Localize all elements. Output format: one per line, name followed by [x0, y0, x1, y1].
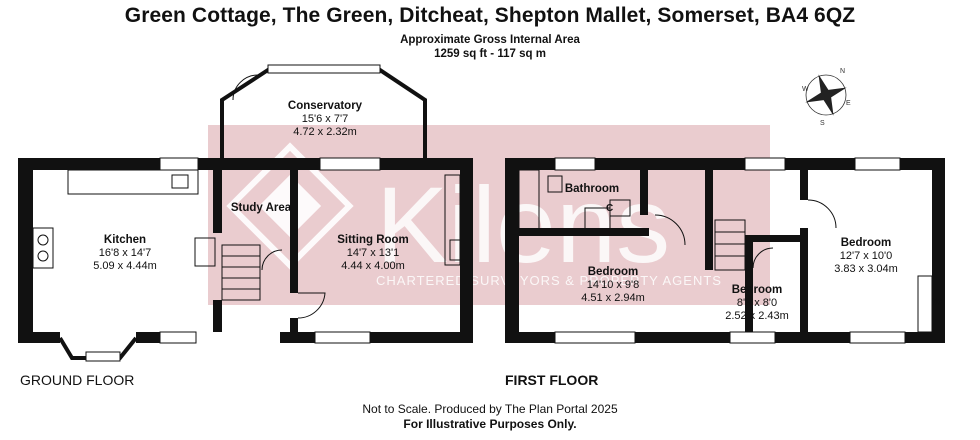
room-metric: 4.44 x 4.00m: [341, 260, 405, 272]
cupboard-marker: C: [606, 203, 614, 214]
room-name: Sitting Room: [337, 234, 409, 246]
room-imperial: 14'10 x 9'8: [586, 279, 640, 291]
room-imperial: 8'3 x 8'0: [736, 297, 778, 309]
first-floor-label: FIRST FLOOR: [505, 372, 599, 388]
room-bedroom-3: Bedroom 12'7 x 10'0 3.83 x 3.04m: [834, 237, 898, 276]
room-name: Bedroom: [840, 237, 892, 249]
room-imperial: 16'8 x 14'7: [98, 247, 152, 259]
purpose-note: For Illustrative Purposes Only.: [403, 417, 577, 431]
room-name: Kitchen: [103, 234, 147, 246]
room-metric: 2.52 x 2.43m: [725, 310, 789, 322]
room-name: Study Area: [230, 202, 292, 214]
compass-e: E: [846, 100, 851, 107]
room-study: Study Area: [231, 202, 291, 215]
room-bedroom-2: Bedroom 8'3 x 8'0 2.52 x 2.43m: [725, 284, 789, 323]
area-label: Approximate Gross Internal Area: [400, 34, 580, 46]
room-conservatory: Conservatory 15'6 x 7'7 4.72 x 2.32m: [288, 100, 362, 139]
compass-n: N: [840, 68, 845, 75]
room-name: Conservatory: [287, 100, 363, 112]
compass-s: S: [820, 120, 825, 127]
first-floor-plan: [505, 157, 945, 344]
room-name: Bedroom: [731, 284, 783, 296]
room-name: Bedroom: [587, 266, 639, 278]
room-bathroom: Bathroom: [565, 183, 619, 196]
room-metric: 4.72 x 2.32m: [293, 126, 357, 138]
room-imperial: 15'6 x 7'7: [301, 113, 349, 125]
ground-floor-label: GROUND FLOOR: [20, 372, 135, 388]
room-name: Bathroom: [564, 183, 620, 195]
ground-floor-plan: [18, 64, 473, 362]
room-metric: 3.83 x 3.04m: [834, 263, 898, 275]
room-sitting: Sitting Room 14'7 x 13'1 4.44 x 4.00m: [337, 234, 409, 273]
area-value: 1259 sq ft - 117 sq m: [434, 48, 546, 60]
watermark: Kilens CHARTERED SURVEYORS & PROPERTY AG…: [208, 125, 770, 305]
room-imperial: 14'7 x 13'1: [346, 247, 400, 259]
room-metric: 5.09 x 4.44m: [93, 260, 157, 272]
wardrobe-marker: W: [932, 296, 943, 308]
compass-w: W: [802, 86, 809, 93]
watermark-tagline: CHARTERED SURVEYORS & PROPERTY AGENTS: [376, 273, 722, 288]
plan-title: Green Cottage, The Green, Ditcheat, Shep…: [124, 4, 856, 27]
room-metric: 4.51 x 2.94m: [581, 292, 645, 304]
room-imperial: 12'7 x 10'0: [839, 250, 893, 262]
room-bedroom-1: Bedroom 14'10 x 9'8 4.51 x 2.94m: [581, 266, 645, 305]
compass-icon: N W E S: [802, 68, 851, 127]
watermark-brand: Kilens: [376, 164, 670, 285]
room-kitchen: Kitchen 16'8 x 14'7 5.09 x 4.44m: [93, 234, 157, 273]
scale-note: Not to Scale. Produced by The Plan Porta…: [362, 402, 618, 416]
